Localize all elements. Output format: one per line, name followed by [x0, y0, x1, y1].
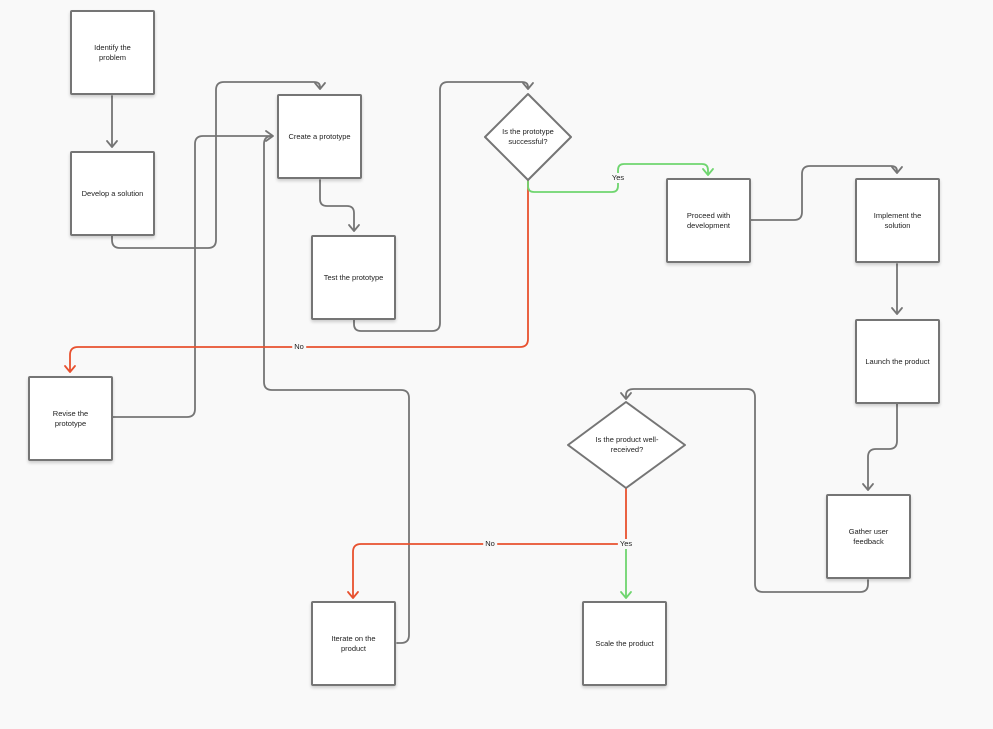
edge-label-product-no: No [483, 539, 497, 549]
edge-test-decision [353, 81, 529, 332]
node-iterate-product[interactable]: Iterate on the product [311, 601, 396, 686]
node-revise-prototype[interactable]: Revise the prototype [28, 376, 113, 461]
edge-launch-feedback [867, 403, 898, 490]
edge-proceed-implement [750, 165, 898, 221]
arrowhead-revise-create [265, 130, 274, 142]
node-develop-solution[interactable]: Develop a solution [70, 151, 155, 236]
node-label: Implement the solution [873, 210, 922, 230]
node-identify-problem[interactable]: Identify the problem [70, 10, 155, 95]
arrowhead-proceed-implement [891, 166, 903, 174]
decision-diamond-product-shape [567, 401, 686, 489]
node-create-prototype[interactable]: Create a prototype [277, 94, 362, 179]
arrowhead-product-yes-scale [620, 591, 632, 599]
decision-product-well-received[interactable]: Is the product well-received? [591, 425, 663, 465]
node-label: Create a prototype [288, 131, 351, 141]
decision-label: Is the prototype successful? [502, 127, 554, 146]
decision-diamond-prototype-shape [484, 93, 572, 181]
node-gather-feedback[interactable]: Gather user feedback [826, 494, 911, 579]
node-launch-product[interactable]: Launch the product [855, 319, 940, 404]
edge-label-product-yes: Yes [617, 539, 635, 549]
arrowhead-proto-no-revise [64, 365, 76, 373]
node-implement-solution[interactable]: Implement the solution [855, 178, 940, 263]
decision-label: Is the product well-received? [595, 435, 659, 454]
node-test-prototype[interactable]: Test the prototype [311, 235, 396, 320]
arrowhead-launch-feedback [862, 483, 874, 491]
arrowhead-test-decision [522, 82, 534, 90]
node-label: Scale the product [595, 638, 654, 648]
node-label: Proceed with development [686, 210, 731, 230]
node-label: Iterate on the product [331, 633, 376, 653]
edge-iterate-create [263, 135, 410, 644]
node-proceed-development[interactable]: Proceed with development [666, 178, 751, 263]
arrowhead-proto-yes-proceed [702, 168, 714, 176]
arrowhead-develop-create [314, 82, 326, 90]
node-label: Revise the prototype [52, 408, 89, 428]
edge-label-proto-yes: Yes [609, 173, 627, 183]
node-scale-product[interactable]: Scale the product [582, 601, 667, 686]
node-label: Launch the product [865, 356, 930, 366]
node-label: Test the prototype [323, 272, 384, 282]
node-label: Develop a solution [81, 188, 144, 198]
node-label: Identify the problem [94, 42, 131, 62]
edge-revise-create [111, 135, 273, 418]
arrowhead-create-test [348, 224, 360, 232]
edge-product-no-iterate [352, 487, 627, 598]
arrowhead-identify-develop [106, 140, 118, 148]
arrowhead-implement-launch [891, 307, 903, 315]
edge-develop-create [111, 81, 321, 249]
edge-feedback-decision [625, 388, 869, 593]
decision-prototype-successful[interactable]: Is the prototype successful? [498, 112, 558, 162]
arrowhead-feedback-decision [620, 392, 632, 400]
edge-label-proto-no: No [292, 342, 306, 352]
node-label: Gather user feedback [848, 526, 889, 546]
edge-create-test [319, 179, 355, 231]
arrowhead-product-no-iterate [347, 591, 359, 599]
